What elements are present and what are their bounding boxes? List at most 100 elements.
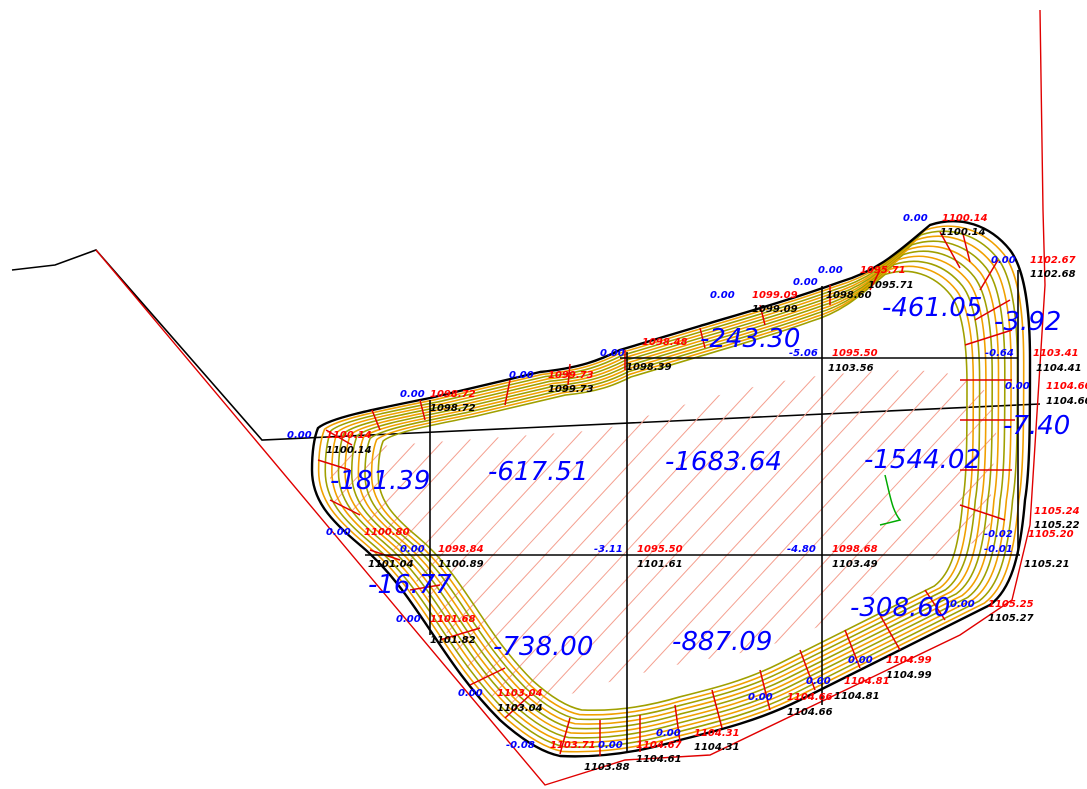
berm-edge [879,474,902,526]
volume-label: -308.60 [850,593,950,623]
design-elevation-label: 1095.50 [637,544,683,555]
cut-depth-label: 0.00 [458,688,483,699]
slope-tick [961,229,971,263]
contour-band [344,245,1000,735]
slope-tick [674,704,681,743]
hatch-line [0,250,126,789]
design-elevation-label: 1104.99 [886,655,932,666]
existing-elevation-label: 1103.04 [497,703,543,714]
existing-elevation-label: 1099.09 [752,304,798,315]
existing-elevation-label: 1100.89 [438,559,484,570]
existing-elevation-label: 1098.39 [626,362,672,373]
contour-line [370,265,975,716]
existing-elevation-label: 1095.71 [868,280,914,291]
design-elevation-label: 1098.48 [642,337,688,348]
existing-elevation-label: 1100.14 [940,227,986,238]
volume-label: -738.00 [493,632,593,662]
volume-label: -1683.64 [665,447,782,477]
cut-depth-label: 0.00 [848,655,873,666]
slope-tick [504,379,511,406]
contour-line [350,250,993,730]
cut-depth-label: -4.80 [787,544,816,555]
hatch-line [330,370,517,710]
cut-depth-label: -0.64 [985,348,1014,359]
contour-line [364,260,981,721]
contour-band [350,250,993,730]
hatch-line [330,370,387,710]
existing-elevation-label: 1103.56 [828,363,874,374]
slope-tick [469,667,506,686]
hatch-line [330,370,465,710]
volume-labels: -243.30 -461.05 -3.92 -7.40 -181.39 -617… [330,293,1070,662]
existing-elevation-label: 1105.27 [988,613,1034,624]
existing-elevation-label: 1098.60 [826,290,872,301]
cut-depth-label: 0.00 [396,614,421,625]
design-elevation-label: 1095.71 [860,265,906,276]
slope-tick [317,459,351,471]
existing-elevation-label: 1098.72 [430,403,476,414]
existing-elevation-label: 1104.41 [1036,363,1082,374]
volume-label: -617.51 [488,457,588,487]
design-elevation-label: 1104.60 [1046,381,1087,392]
slope-tick [419,399,426,421]
design-elevation-label: 1104.31 [694,728,740,739]
slope-tick [939,231,961,269]
design-elevation-label: 1100.14 [326,430,372,441]
cut-depth-label: 0.00 [710,290,735,301]
contour-line [331,235,1012,744]
hatch-line [0,250,152,789]
volume-label: -181.39 [330,466,430,496]
slope-tick [974,299,1011,321]
cut-depth-label: -0.01 [984,544,1013,555]
design-elevation-label: 1104.66 [787,692,833,703]
hatch-line [0,250,178,789]
cut-depth-label: 0.00 [509,370,534,381]
slope-tick [959,504,1006,521]
existing-elevation-label: 1103.88 [584,762,630,773]
contour-band [337,240,1006,739]
design-elevation-label: 1100.14 [942,213,988,224]
existing-elevation-label: 1103.49 [832,559,878,570]
slope-tick [711,689,723,729]
design-elevation-label: 1102.67 [1030,255,1076,266]
cut-depth-label: 0.00 [600,348,625,359]
hatch-line [330,370,673,710]
design-elevation-label: 1101.68 [430,614,476,625]
hatch-line [330,370,569,710]
hatch-line [0,250,230,789]
contour-line [377,270,968,712]
contour-band [331,235,1012,744]
volume-label: -243.30 [700,324,800,354]
cut-depth-label: 0.00 [991,255,1016,266]
design-elevation-label: 1105.24 [1034,506,1080,517]
cut-depth-label: 0.00 [818,265,843,276]
contour-band [357,255,987,725]
existing-elevation-label: 1101.61 [637,559,683,570]
cut-depth-label: 0.00 [1005,381,1030,392]
design-elevation-label: 1098.84 [438,544,484,555]
hatch-line [330,370,699,710]
cut-depth-label: 0.00 [400,389,425,400]
design-elevation-label: 1105.20 [1028,529,1074,540]
volume-label: -7.40 [1003,411,1070,441]
cut-depth-label: -3.11 [594,544,623,555]
cut-depth-label: -0.02 [984,529,1013,540]
existing-elevation-label: 1099.73 [548,384,594,395]
contour-line [317,225,1025,753]
slope-tick [325,429,353,446]
contour-line [337,240,1006,739]
cut-depth-label: 0.00 [287,430,312,441]
slope-tick [559,717,571,755]
site-boundary [95,9,1046,786]
cut-depth-label: 0.00 [793,277,818,288]
design-elevation-label: 1105.25 [988,599,1034,610]
hatch-line [0,250,282,789]
slope-tick [409,584,441,591]
existing-elevation-label: 1105.22 [1034,520,1080,531]
slope-tick [504,694,531,719]
volume-label: -461.05 [882,293,982,323]
cut-depth-label: 0.00 [598,740,623,751]
cut-depth-label: 0.00 [748,692,773,703]
cut-depth-label: 0.00 [806,676,831,687]
existing-elevation-label: 1104.99 [886,670,932,681]
